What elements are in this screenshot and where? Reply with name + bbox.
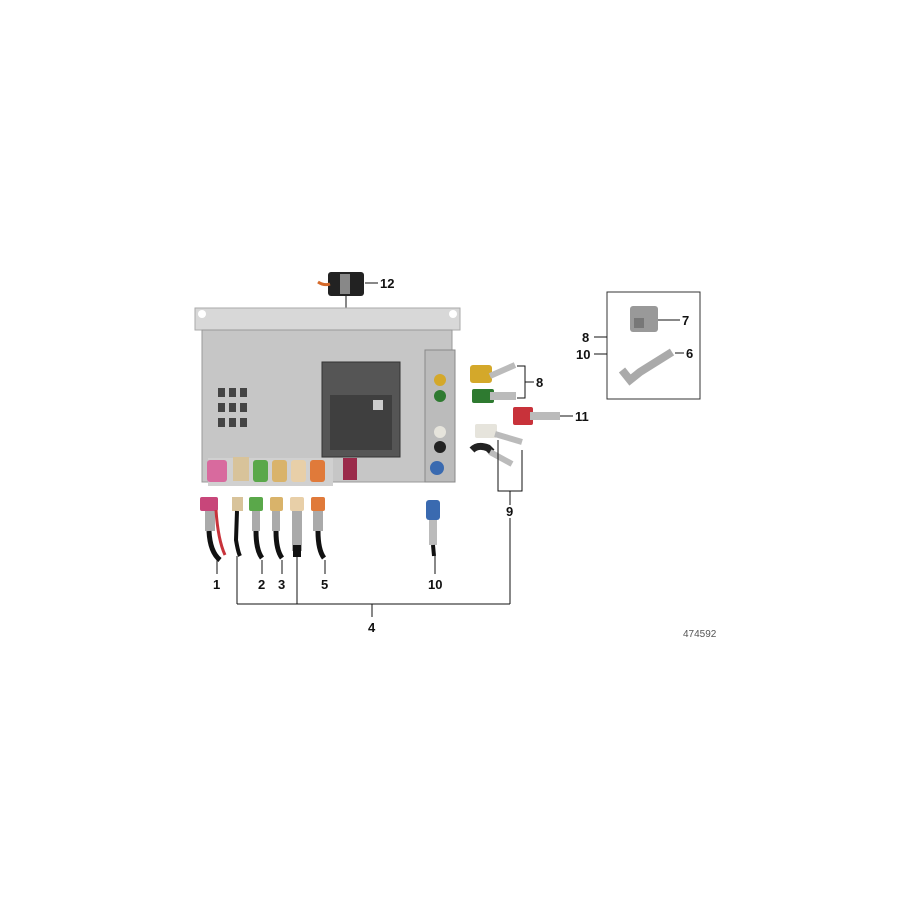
- callout-2: 2: [258, 577, 266, 592]
- callout-10-bottom: 10: [428, 577, 443, 592]
- callout-9: 9: [506, 504, 514, 519]
- callout-10-box: 10: [576, 347, 591, 362]
- callout-7: 7: [682, 313, 690, 328]
- callout-4: 4: [368, 620, 376, 635]
- detail-box: [594, 291, 701, 400]
- callout-6: 6: [686, 346, 694, 361]
- callout-11: 11: [575, 409, 589, 424]
- leader-lines: [216, 365, 573, 617]
- callout-1: 1: [213, 577, 221, 592]
- right-connectors[interactable]: [469, 362, 560, 467]
- bottom-cables[interactable]: [200, 497, 440, 562]
- callout-8-right: 8: [536, 375, 544, 390]
- callout-12: 12: [380, 276, 395, 291]
- callout-8-box: 8: [582, 330, 590, 345]
- reference-number: 474592: [683, 629, 717, 640]
- callout-3: 3: [278, 577, 286, 592]
- callout-5: 5: [321, 577, 329, 592]
- head-unit-housing: [194, 307, 461, 486]
